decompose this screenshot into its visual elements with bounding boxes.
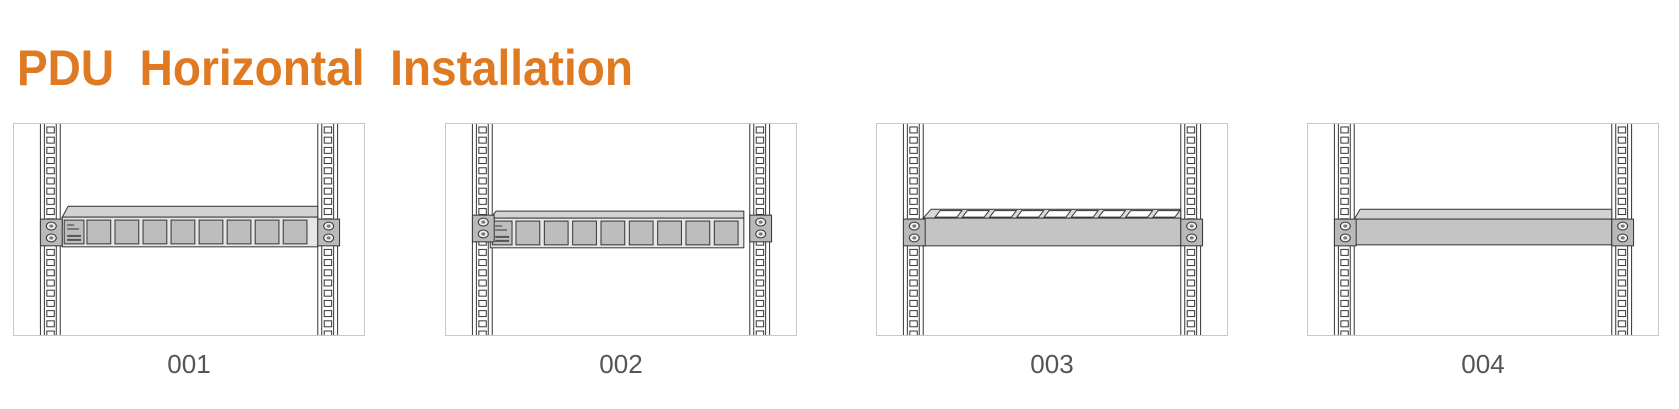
rack-illustration [471, 124, 773, 335]
rack-illustration [39, 124, 341, 335]
rack-illustration [1333, 124, 1635, 335]
mounting-bracket [749, 214, 773, 243]
page-title: PDU Horizontal Installation [17, 40, 633, 96]
outlet [543, 220, 569, 246]
outlet [657, 220, 682, 246]
outlet [226, 219, 252, 245]
outlet [282, 219, 308, 245]
figure-001-pdu-outlets-front [13, 123, 365, 336]
rack-post [749, 124, 771, 335]
outlet [114, 219, 140, 245]
outlet [1015, 210, 1045, 218]
outlet [198, 219, 224, 245]
outlet [515, 220, 541, 246]
outlet [685, 220, 711, 246]
control-panel [63, 219, 85, 245]
figure-caption: 001 [167, 349, 211, 379]
pdu-unit [922, 208, 1182, 247]
outlet [86, 219, 112, 245]
figure-002-pdu-outlets-protruding [445, 123, 797, 336]
pdu-front-face [922, 217, 1182, 247]
outlet [988, 210, 1018, 218]
mounting-bracket [1611, 218, 1635, 247]
rack-post [902, 124, 924, 335]
outlet [628, 220, 654, 246]
pdu-front-face [1353, 218, 1613, 246]
mounting-bracket [39, 218, 63, 247]
pdu-top-face [61, 205, 319, 218]
mounting-bracket [902, 218, 926, 247]
outlet [142, 219, 168, 245]
outlet [934, 210, 963, 218]
outlet [170, 219, 196, 245]
outlet [1070, 210, 1100, 218]
outlet [254, 219, 280, 245]
mounting-bracket [1333, 218, 1357, 247]
outlet [572, 220, 597, 246]
pdu-top-face [489, 210, 745, 219]
outlet [713, 220, 739, 246]
figure-004-pdu-outlets-rear [1307, 123, 1659, 336]
mounting-bracket [471, 214, 495, 243]
figure-caption: 003 [1030, 349, 1074, 379]
mounting-bracket [317, 218, 341, 247]
figure-caption: 002 [599, 349, 643, 379]
outlet [600, 220, 626, 246]
outlet [961, 210, 991, 218]
rack-illustration [902, 124, 1204, 335]
pdu-unit [61, 205, 319, 248]
outlet [1097, 210, 1127, 218]
pdu-unit [489, 210, 745, 249]
figure-003-pdu-outlets-top [876, 123, 1228, 336]
outlet [1152, 210, 1181, 218]
outlet [1043, 210, 1072, 218]
outlet [1124, 210, 1154, 218]
figure-caption: 004 [1461, 349, 1505, 379]
pdu-unit [1353, 208, 1613, 246]
pdu-top-face [1353, 208, 1613, 220]
mounting-bracket [1180, 218, 1204, 247]
